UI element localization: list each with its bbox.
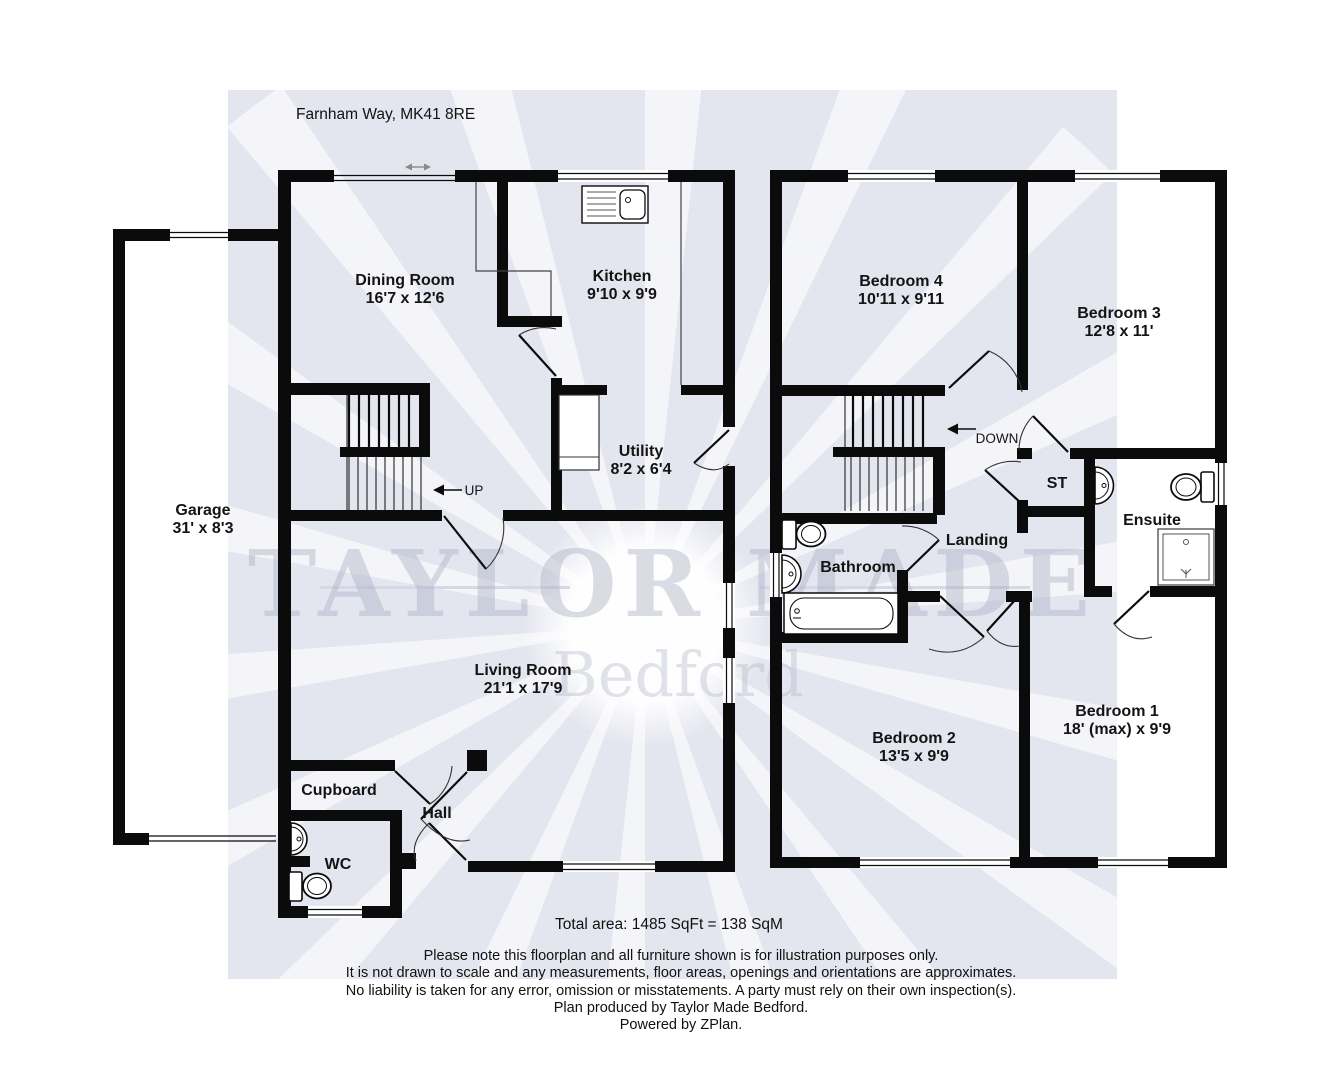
room-label-bathroom: Bathroom [820, 559, 896, 577]
wc-toilet-icon [288, 871, 332, 902]
room-dims: 16'7 x 12'6 [365, 290, 445, 307]
room-label-bedroom-2: Bedroom 2 13'5 x 9'9 [872, 730, 956, 766]
room-name: WC [324, 856, 352, 873]
room-name: ST [1046, 475, 1068, 492]
patio-door [334, 163, 455, 182]
wc-sink-icon [290, 822, 308, 856]
room-label-kitchen: Kitchen 9'10 x 9'9 [587, 268, 657, 304]
room-name: Dining Room [355, 272, 455, 289]
watermark-rule-left [320, 586, 570, 589]
room-label-garage: Garage 31' x 8'3 [173, 502, 234, 538]
down-arrow-icon [947, 423, 976, 435]
room-name: Landing [945, 532, 1009, 549]
stairs-up [346, 390, 462, 510]
room-dims: 12'8 x 11' [1084, 323, 1154, 340]
room-name: Bedroom 4 [859, 273, 943, 290]
room-dims: 9'10 x 9'9 [587, 286, 657, 303]
up-arrow-icon [433, 484, 462, 496]
powered-by-line: Powered by ZPlan. [619, 1017, 743, 1033]
first-floor-plan [770, 170, 1227, 868]
room-name: Bedroom 2 [872, 730, 956, 747]
room-label-utility: Utility 8'2 x 6'4 [611, 443, 672, 479]
room-label-bedroom-1: Bedroom 1 18' (max) x 9'9 [1063, 703, 1171, 739]
room-name: Hall [422, 805, 452, 822]
total-area-label: Total area: 1485 SqFt = 138 SqM [555, 916, 783, 933]
room-label-landing: Landing [946, 532, 1008, 550]
room-name: Bathroom [820, 559, 896, 576]
room-label-living-room: Living Room 21'1 x 17'9 [475, 662, 572, 698]
room-dims: 10'11 x 9'11 [858, 291, 944, 308]
room-dims: 21'1 x 17'9 [483, 680, 563, 697]
room-label-bedroom-4: Bedroom 4 10'11 x 9'11 [858, 273, 944, 309]
ground-door-leaves [394, 334, 730, 861]
garage-door-lines [149, 835, 276, 842]
producer-line: Plan produced by Taylor Made Bedford. [553, 1000, 809, 1016]
room-name: Cupboard [301, 782, 377, 799]
room-label-wc: WC [325, 856, 352, 874]
room-dims: 31' x 8'3 [172, 520, 234, 537]
ground-windows [170, 170, 735, 918]
bathroom-sink-icon [781, 554, 802, 594]
first-windows [770, 170, 1227, 868]
utility-appliance [558, 394, 600, 471]
room-label-dining-room: Dining Room 16'7 x 12'6 [355, 272, 455, 308]
disclaimer-line-1: Please note this floorplan and all furni… [423, 948, 939, 964]
room-name: Bedroom 3 [1077, 305, 1161, 322]
room-name: Kitchen [592, 268, 652, 285]
patio-slide-arrow-icon [405, 163, 431, 171]
shower-icon [1157, 528, 1215, 586]
room-label-bedroom-3: Bedroom 3 12'8 x 11' [1077, 305, 1161, 341]
room-name: Garage [175, 502, 231, 519]
room-name: Bedroom 1 [1075, 703, 1159, 720]
kitchen-counter-lines [475, 182, 682, 385]
room-label-ensuite: Ensuite [1123, 512, 1181, 530]
stairs-up-label: UP [464, 483, 484, 498]
disclaimer-line-3: No liability is taken for any error, omi… [345, 983, 1017, 999]
room-label-cupboard: Cupboard [301, 782, 377, 800]
room-dims: 13'5 x 9'9 [879, 748, 949, 765]
bathtub-icon [783, 592, 899, 635]
watermark-rule-right [760, 586, 1030, 589]
room-dims: 18' (max) x 9'9 [1062, 721, 1172, 738]
ground-door-arcs [413, 327, 730, 862]
stairs-down [844, 390, 976, 511]
room-name: Ensuite [1123, 512, 1181, 529]
watermark-brand-text: TAYLOR MADE [247, 530, 1098, 638]
ensuite-sink-icon [1094, 466, 1115, 505]
room-name: Living Room [474, 662, 572, 679]
watermark-town-text: Bedford [552, 638, 804, 711]
first-door-arcs [901, 350, 1153, 653]
address-label: Farnham Way, MK41 8RE [296, 106, 476, 123]
disclaimer-line-2: It is not drawn to scale and any measure… [345, 965, 1017, 981]
room-label-st: ST [1047, 475, 1067, 493]
room-label-hall: Hall [422, 805, 451, 823]
plan-background: TAYLOR MADE Bedford [228, 90, 1117, 979]
room-dims: 8'2 x 6'4 [610, 461, 672, 478]
ensuite-toilet-icon [1170, 471, 1215, 503]
ground-floor-plan [113, 163, 735, 918]
first-door-leaves [901, 350, 1150, 638]
stairs-down-label: DOWN [975, 431, 1019, 446]
kitchen-sink-icon [581, 185, 649, 224]
room-name: Utility [618, 443, 664, 460]
bathroom-toilet-icon [781, 519, 827, 550]
first-walls [770, 170, 1227, 868]
